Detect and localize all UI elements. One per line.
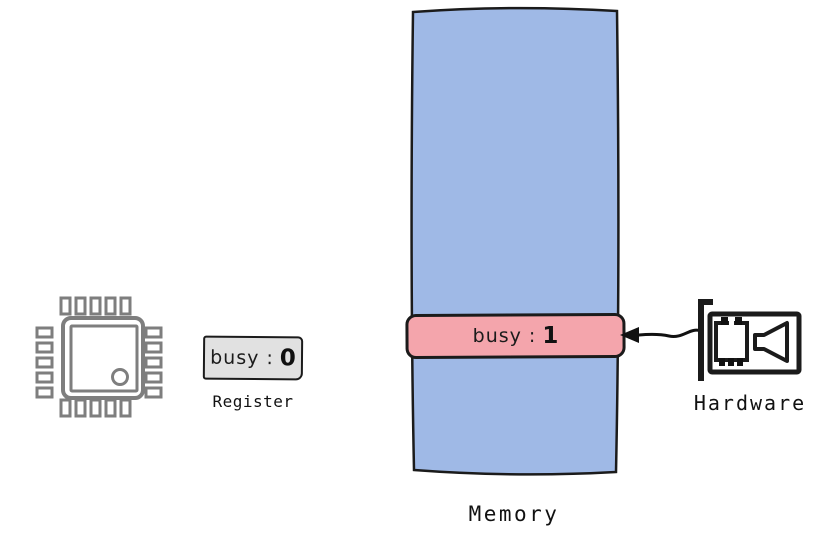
register-value-box: busy : 0 (202, 335, 304, 381)
busy-row-text: busy : 1 (407, 315, 624, 357)
register-caption: Register (212, 392, 294, 411)
memory-column-shape (410, 6, 620, 476)
cpu-chip-icon (35, 296, 163, 418)
card-chip (714, 317, 749, 366)
hardware-caption: Hardware (693, 391, 807, 415)
curved-arrow-left-icon (620, 327, 703, 343)
busy-row-field-label: busy : (472, 325, 537, 347)
arrow-head (620, 327, 639, 343)
register-field-label: busy : (210, 346, 274, 370)
cpu-body (61, 316, 145, 400)
arrow-shaft (637, 328, 703, 338)
cpu-dot (111, 368, 129, 386)
memory-caption: Memory (468, 502, 560, 526)
memory-column (405, 6, 626, 476)
sound-card-icon (698, 299, 802, 381)
card-speaker (753, 321, 789, 363)
register-field-value: 0 (279, 345, 296, 372)
busy-row-field-value: 1 (542, 323, 559, 349)
card-bracket (698, 299, 713, 381)
